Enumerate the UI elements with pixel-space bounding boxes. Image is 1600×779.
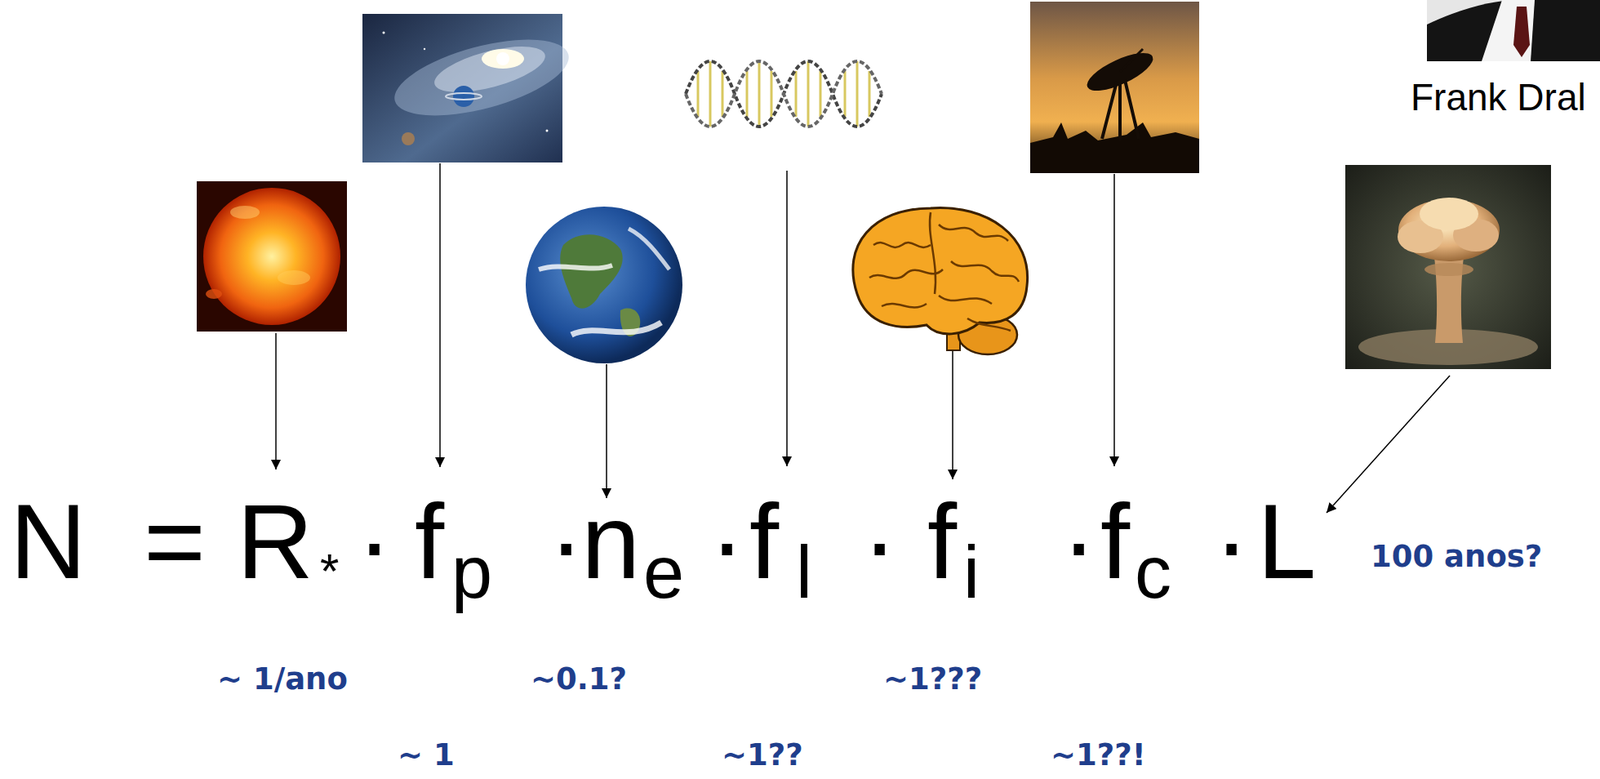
dna-picture (685, 61, 882, 127)
equation-subscript: * (320, 546, 339, 596)
leader-arrow (786, 170, 788, 467)
equation-operator: = (143, 488, 206, 595)
equation-operator: · (356, 488, 392, 595)
leader-arrow (439, 163, 441, 467)
equation-symbol: f (1100, 488, 1130, 595)
leader-arrow (275, 333, 277, 470)
equation-symbol: L (1257, 488, 1316, 595)
equation-operator: · (548, 488, 584, 595)
estimate-value: ~1?? (721, 739, 804, 770)
equation-operator: · (862, 488, 898, 595)
equation-symbol: f (414, 488, 445, 595)
estimate-value: 100 anos? (1370, 541, 1543, 572)
leader-arrow (1326, 375, 1450, 513)
equation-symbol: f (927, 488, 957, 595)
equation-operator: · (1061, 488, 1097, 595)
planetary-system-picture (362, 13, 577, 163)
equation-symbol: f (749, 488, 779, 595)
equation-operator: · (709, 488, 745, 595)
estimate-value: ~1??? (883, 663, 983, 694)
portrait-photo (1426, 0, 1600, 62)
estimate-value: ~0.1? (530, 663, 627, 694)
equation-operator: · (1213, 488, 1249, 595)
leader-arrow (951, 351, 954, 480)
equation-subscript: c (1134, 535, 1172, 609)
person-name: Frank Dral (1410, 78, 1587, 116)
equation-subscript: e (643, 535, 685, 609)
equation-subscript: p (451, 535, 493, 609)
equation-symbol: N (9, 488, 87, 595)
estimate-value: ~1??! (1050, 739, 1147, 770)
estimate-value: ~ 1/ano (217, 663, 348, 694)
brain-picture (853, 208, 1028, 355)
radio-telescope-picture (1030, 1, 1200, 174)
equation-subscript: l (795, 535, 813, 609)
sun-picture (196, 181, 347, 332)
leader-arrow (605, 364, 608, 498)
explosion-picture (1345, 164, 1552, 369)
estimate-value: ~ 1 (397, 739, 455, 770)
equation-symbol: R (236, 488, 314, 595)
earth-picture (525, 206, 683, 364)
leader-arrow (1113, 173, 1116, 467)
equation-symbol: n (581, 488, 640, 595)
equation-subscript: i (963, 535, 980, 609)
